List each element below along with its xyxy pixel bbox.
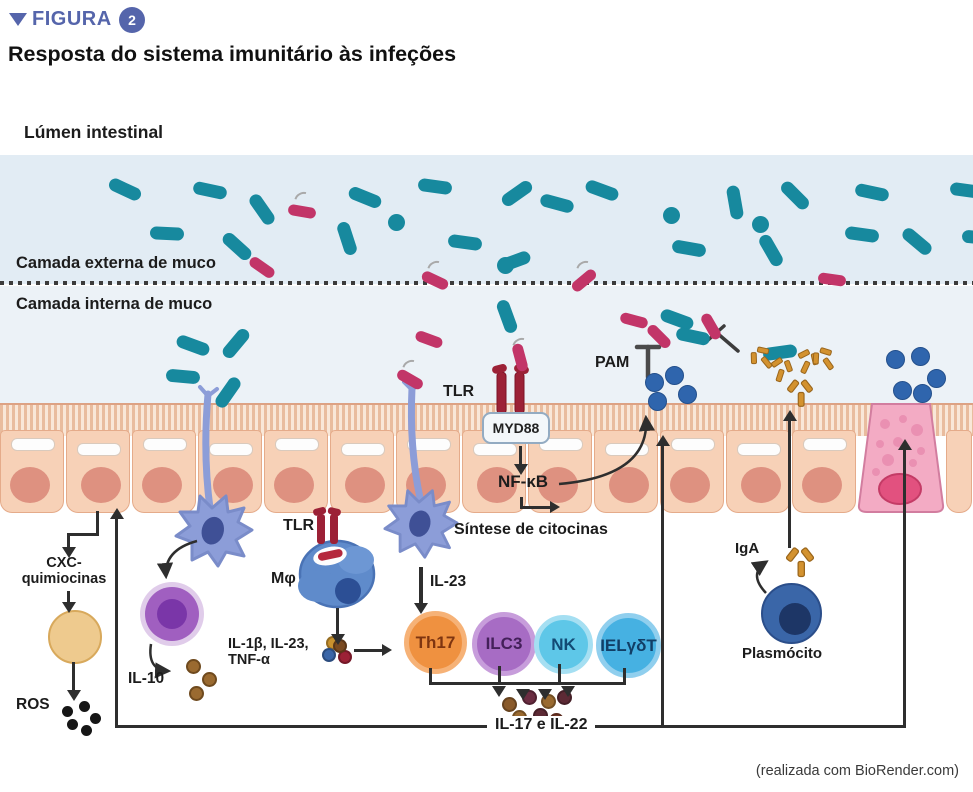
epithelial-nucleus [741, 467, 781, 503]
epithelial-nucleus [213, 467, 253, 503]
epithelial-cell [132, 430, 196, 513]
macrophage-cell [298, 507, 376, 609]
tight-junction-slot [143, 438, 187, 451]
tlr-macrophage-label: TLR [283, 517, 315, 534]
epithelial-nucleus [142, 467, 182, 503]
pam-inhibition-tee [634, 344, 662, 380]
page-title: Resposta do sistema imunitário às infeçõ… [8, 42, 457, 66]
il23-label: IL-23 [430, 573, 467, 590]
epithelial-nucleus [670, 467, 710, 503]
tight-junction-slot [275, 438, 319, 451]
inner-mucus-label: Camada interna de muco [16, 295, 213, 313]
figure-word: FIGURA [32, 8, 112, 30]
pam-label: PAM [595, 354, 630, 371]
epithelial-cell [594, 430, 658, 513]
epithelial-nucleus [274, 467, 314, 503]
curved-arrows [149, 414, 769, 679]
epithelial-nucleus [477, 467, 517, 503]
epithelial-nucleus [345, 467, 385, 503]
ros-label: ROS [16, 696, 50, 713]
epithelial-nucleus [609, 467, 649, 503]
epithelial-nucleus [538, 467, 578, 503]
tight-junction-slot [539, 438, 583, 451]
nfkb-label: NF-κB [498, 472, 549, 491]
epithelial-nucleus [802, 467, 842, 503]
epithelial-cell [660, 430, 724, 513]
goblet-cell [857, 403, 945, 513]
plasma-cell [761, 583, 822, 644]
outer-mucus-label: Camada externa de muco [16, 254, 216, 272]
plasmocyte-label: Plasmócito [742, 645, 823, 662]
tight-junction-slot [803, 438, 847, 451]
tight-junction-slot [341, 443, 385, 456]
tight-junction-slot [11, 438, 55, 451]
mac-cytokines-line2: TNF-α [228, 651, 270, 668]
outer-mucus-band [0, 155, 973, 284]
lumen-label: Lúmen intestinal [24, 122, 164, 142]
tlr-epithelium-label: TLR [443, 383, 475, 400]
tight-junction-slot [407, 438, 451, 451]
neutrophil-cell [48, 610, 102, 664]
cxc-chemokines-label: CXC- quimiocinas [8, 555, 120, 588]
mac-cytokines-line1: IL-1β, IL-23, [228, 636, 309, 652]
iga-inhibition-tee [705, 324, 740, 353]
dendritic-cell-1 [174, 385, 254, 568]
outer-mucus-boundary-dotted-line [0, 281, 973, 285]
dendritic-cell-2 [383, 380, 459, 559]
credit-note: (realizada com BioRender.com) [755, 763, 959, 779]
epithelial-nucleus [10, 467, 50, 503]
il10-cell [145, 587, 199, 641]
epithelial-cell [792, 430, 856, 513]
cytokine-synthesis-label: Síntese de citocinas [454, 521, 608, 538]
epithelial-cell [66, 430, 130, 513]
figure-number-badge: 2 [119, 7, 145, 33]
figure-marker-triangle-icon [9, 13, 27, 26]
il10-label: IL-10 [128, 670, 165, 687]
epithelial-cell [528, 430, 592, 513]
il17-il22-label: IL-17 e IL-22 [487, 716, 596, 734]
epithelial-cell [0, 430, 64, 513]
tight-junction-slot [671, 438, 715, 451]
epithelial-cell [330, 430, 394, 513]
tight-junction-slot [209, 443, 253, 456]
macrophage-label: Mφ [271, 570, 296, 587]
tight-junction-slot [77, 443, 121, 456]
epithelial-cell [462, 430, 526, 513]
tlr-receptor-epithelium [492, 364, 529, 415]
cxc-line1: CXC- [46, 555, 82, 571]
macrophage-cytokines-label: IL-1β, IL-23, TNF-α [228, 636, 309, 669]
epithelial-cell [726, 430, 790, 513]
epithelial-nucleus [81, 467, 121, 503]
iga-label: IgA [735, 540, 760, 557]
myd88-node: MYD88 [482, 412, 550, 444]
tight-junction-slot [737, 443, 781, 456]
cxc-line2: quimiocinas [21, 570, 107, 587]
epithelial-cell [264, 430, 328, 513]
epithelial-cell [946, 430, 972, 513]
